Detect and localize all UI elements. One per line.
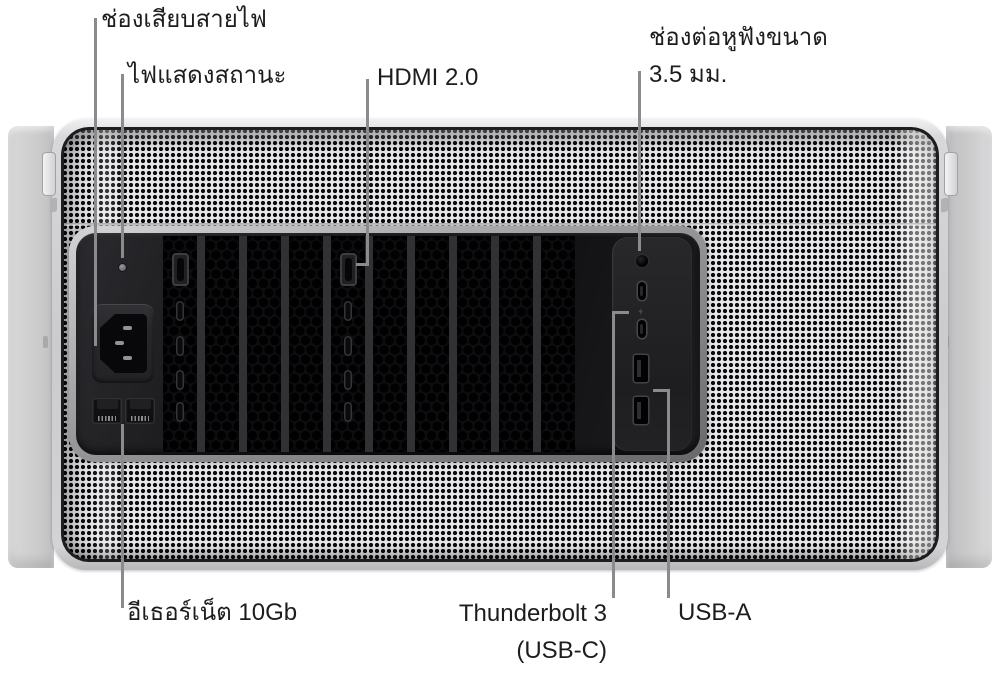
pcie-slot-cover xyxy=(499,236,533,452)
label-power-cord-port: ช่องเสียบสายไฟ xyxy=(101,6,267,33)
power-pin xyxy=(115,341,124,345)
right-latch-hook xyxy=(941,197,948,213)
thunderbolt-port-2 xyxy=(637,320,646,338)
left-latch-hook xyxy=(50,197,57,213)
usb-a-port-2 xyxy=(634,397,649,424)
callout-line-hdmi-jog xyxy=(356,263,369,266)
vent-oval xyxy=(343,402,353,422)
housing-seam xyxy=(64,223,936,226)
callout-line-thunderbolt xyxy=(612,311,615,598)
callout-line-hdmi xyxy=(366,79,369,266)
callout-line-usb-a-jog xyxy=(653,389,670,392)
label-status-light: ไฟแสดงสถานะ xyxy=(128,62,287,89)
right-side-panel xyxy=(946,126,992,568)
pcie-slot-cover xyxy=(373,236,407,452)
label-hdmi: HDMI 2.0 xyxy=(377,64,479,91)
callout-line-headphone xyxy=(638,71,641,251)
pcie-slot-cover xyxy=(457,236,491,452)
vent-oval xyxy=(175,369,185,390)
pcie-slot-cover xyxy=(247,236,281,452)
hdmi-port xyxy=(339,253,357,286)
vent-oval xyxy=(343,369,353,390)
label-thunderbolt: Thunderbolt 3 (USB-C) xyxy=(377,595,607,669)
callout-line-ethernet xyxy=(121,424,124,608)
usb-a-port-1 xyxy=(634,355,649,382)
left-latch-handle xyxy=(42,152,56,196)
right-latch-handle xyxy=(944,152,958,196)
label-thunderbolt-line1: Thunderbolt 3 xyxy=(458,600,607,627)
left-screw xyxy=(43,336,48,348)
hdmi-port xyxy=(171,253,189,286)
vent-oval xyxy=(343,335,353,356)
headphone-jack xyxy=(635,255,648,267)
pcie-slot-cover xyxy=(205,236,239,452)
thunderbolt-port-1 xyxy=(637,282,646,300)
vent-oval xyxy=(175,301,185,321)
io-panel xyxy=(76,233,700,455)
label-ethernet: อีเธอร์เน็ต 10Gb xyxy=(127,599,298,626)
vent-oval xyxy=(175,402,185,422)
pcie-slot-cover xyxy=(541,236,575,452)
callout-line-usb-a xyxy=(667,389,670,598)
pcie-slot-cover xyxy=(331,236,365,452)
vent-oval xyxy=(175,335,185,356)
status-indicator-light xyxy=(119,264,126,271)
ethernet-port-2 xyxy=(125,398,155,424)
power-pin xyxy=(123,356,132,360)
power-inlet-recess xyxy=(92,304,154,383)
label-headphone-jack: ช่องต่อหูฟังขนาด 3.5 มม. xyxy=(649,19,828,93)
pcie-slot-cover xyxy=(289,236,323,452)
thunderbolt-icon xyxy=(638,308,644,315)
pcie-slot-cover xyxy=(163,236,197,452)
label-headphone-line2: 3.5 มม. xyxy=(649,61,728,88)
label-usb-a: USB-A xyxy=(678,599,752,626)
built-in-io-plate xyxy=(612,237,692,451)
callout-line-status xyxy=(121,74,124,258)
power-pin xyxy=(123,326,132,330)
label-thunderbolt-line2: (USB-C) xyxy=(516,637,607,664)
vent-oval xyxy=(343,301,353,321)
pcie-slot-cover xyxy=(415,236,449,452)
pcie-slot-covers xyxy=(163,236,575,452)
callout-line-power xyxy=(94,18,97,346)
label-headphone-line1: ช่องต่อหูฟังขนาด xyxy=(649,24,828,51)
callout-line-thunderbolt-jog xyxy=(612,311,629,314)
ethernet-port-1 xyxy=(92,398,122,424)
